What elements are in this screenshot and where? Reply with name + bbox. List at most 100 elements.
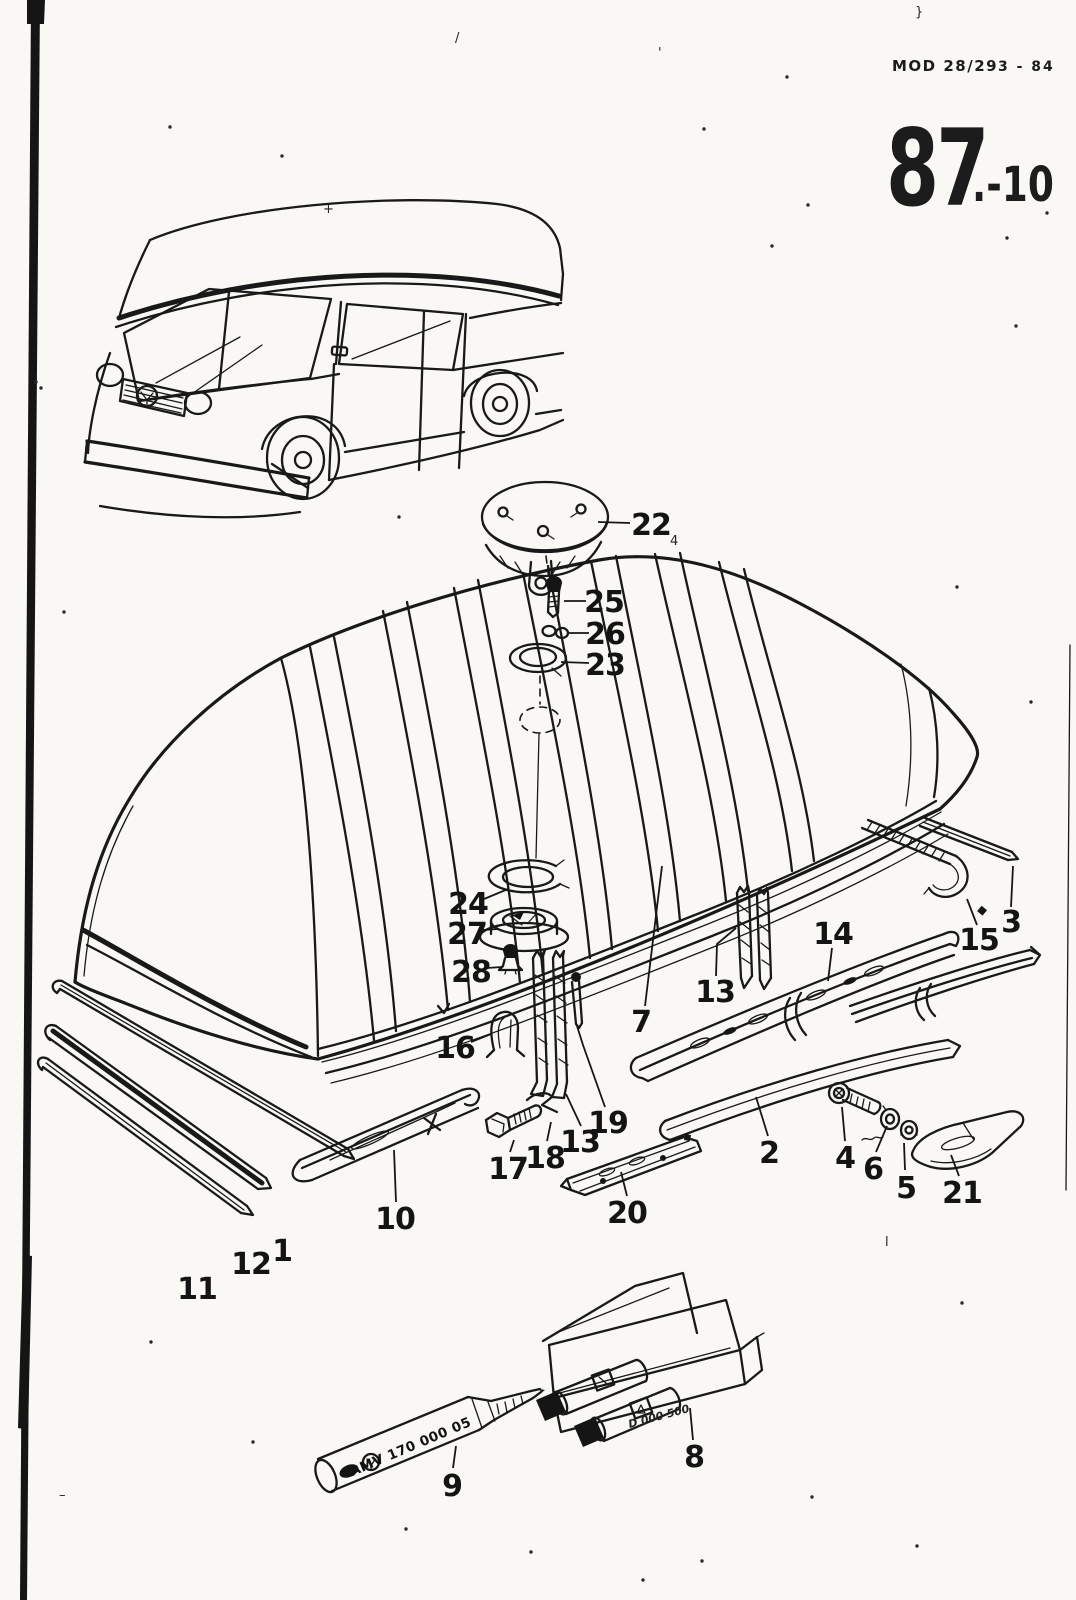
leader-line-5 — [903, 1142, 906, 1171]
callout-2: 2 — [759, 1136, 779, 1171]
callout-11: 11 — [177, 1272, 217, 1307]
part-washer-6 — [879, 1105, 901, 1131]
scan-speckle — [810, 1495, 814, 1499]
callout-27: 27 — [447, 917, 487, 952]
part-strip-1 — [51, 979, 356, 1161]
callout-4: 4 — [835, 1141, 855, 1176]
callout-24: 24 — [448, 887, 488, 922]
part-rail-10 — [291, 1087, 481, 1183]
leader-line-14 — [827, 947, 833, 982]
scan-speckle — [806, 203, 810, 207]
scan-speckle: / — [455, 31, 460, 46]
part-pin-19 — [570, 972, 584, 1030]
leader-line-9 — [452, 1445, 457, 1469]
callout-7: 7 — [631, 1005, 651, 1040]
scan-speckle: – — [59, 1488, 66, 1503]
part-lock-ring-24 — [487, 859, 570, 894]
leader-line-16 — [470, 1033, 492, 1043]
part-nut-5 — [899, 1119, 919, 1141]
part-end-piece-15 — [860, 818, 987, 916]
part-rail-14 — [629, 930, 960, 1083]
part-strip-12 — [44, 1023, 273, 1191]
callout-8: 8 — [684, 1440, 704, 1475]
leader-line-28 — [486, 966, 503, 969]
page-date: 3 - 84 — [998, 59, 1055, 75]
leader-line-6 — [875, 1125, 888, 1153]
leader-line-2 — [755, 1096, 769, 1137]
scan-speckle: l — [885, 1235, 889, 1250]
leader-line-27 — [482, 928, 499, 931]
part-strip-11 — [36, 1056, 255, 1217]
callout-15: 15 — [959, 923, 999, 958]
part-strip-3 — [918, 816, 1020, 862]
scan-speckle — [280, 154, 284, 158]
part-rail-2 — [659, 1038, 962, 1142]
scan-speckle — [397, 515, 401, 519]
scan-speckle: 4 — [670, 534, 678, 549]
part-rail-extension — [848, 945, 1042, 1024]
diagram-linework — [18, 0, 1071, 1600]
scan-speckle — [168, 125, 172, 129]
callout-23: 23 — [585, 648, 625, 683]
scan-speckle — [1045, 211, 1049, 215]
callout-3: 3 — [1001, 905, 1021, 940]
part-seal-ring-23 — [508, 642, 568, 677]
scan-speckle — [39, 386, 43, 390]
leader-line-13 — [565, 1093, 582, 1127]
scan-speckle — [641, 1578, 645, 1582]
part-strips-13-lower — [529, 948, 569, 1100]
callout-12: 12 — [231, 1247, 271, 1282]
part-sealant-tube-9 — [314, 1387, 545, 1494]
callout-25: 25 — [584, 585, 624, 620]
part-end-cap-21 — [684, 1110, 1025, 1170]
leader-line-22 — [597, 521, 631, 524]
part-clip-18 — [525, 1092, 559, 1114]
leader-line-18 — [546, 1121, 552, 1142]
callout-14: 14 — [813, 917, 853, 952]
scan-speckle — [62, 610, 66, 614]
callout-5: 5 — [896, 1171, 916, 1206]
callout-9: 9 — [442, 1469, 462, 1504]
leader-line-21 — [950, 1154, 960, 1177]
callout-21: 21 — [942, 1176, 982, 1211]
section-number: 87 — [886, 107, 989, 230]
callout-6: 6 — [863, 1152, 883, 1187]
leader-line-19 — [576, 1025, 606, 1108]
scan-speckle — [770, 244, 774, 248]
part-vent-base-27 — [478, 906, 570, 953]
callout-1: 1 — [272, 1234, 292, 1269]
callout-26: 26 — [585, 617, 625, 652]
scan-speckle: ' — [658, 46, 662, 61]
scan-edge-artifact — [18, 0, 1071, 1600]
callout-20: 20 — [607, 1196, 647, 1231]
part-washers-26 — [541, 624, 570, 640]
high-roof-shell — [73, 551, 980, 1084]
scan-speckle — [1029, 700, 1033, 704]
scan-speckle — [251, 1440, 255, 1444]
leader-line-23 — [560, 661, 590, 664]
leader-line-15 — [966, 898, 978, 926]
part-vent-cap-22 — [480, 480, 610, 596]
scan-speckle — [404, 1527, 408, 1531]
callout-18: 18 — [525, 1141, 565, 1176]
scan-speckle — [785, 75, 789, 79]
part-bracket-20 — [559, 1135, 703, 1197]
part-screw-25 — [546, 576, 562, 619]
leader-line-8 — [689, 1407, 694, 1441]
leader-line-3 — [1010, 865, 1014, 908]
scan-speckle — [702, 127, 706, 131]
callout-28: 28 — [451, 955, 491, 990]
callout-19: 19 — [588, 1106, 628, 1141]
leader-line-13 — [715, 927, 737, 977]
leader-line-24 — [483, 888, 509, 900]
part-clip-16 — [485, 1010, 526, 1059]
callout-22: 22 — [631, 508, 671, 543]
section-suffix: .-10 — [972, 157, 1054, 213]
page-code: MOD 28/29 — [892, 57, 999, 75]
part-strips-13-upper — [735, 884, 773, 991]
part-bolt-17 — [484, 1104, 543, 1139]
scan-speckle — [955, 585, 959, 589]
